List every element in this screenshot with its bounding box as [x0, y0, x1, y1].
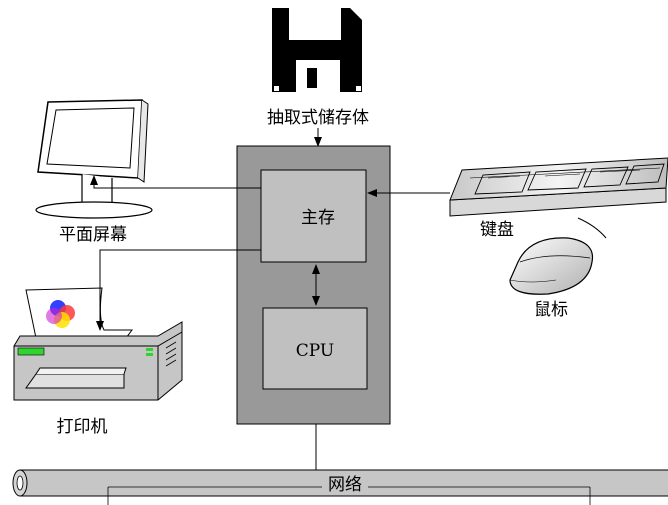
monitor-label: 平面屏幕 [59, 225, 127, 245]
mouse-label: 鼠标 [534, 300, 568, 320]
main-memory-box [260, 169, 367, 263]
cpu-box [262, 307, 368, 390]
mouse-icon [509, 217, 607, 295]
printer-label: 打印机 [57, 417, 108, 437]
memory-to-monitor-arrow [90, 175, 261, 189]
network-label: 网络 [328, 475, 362, 495]
main-memory-label: 主存 [301, 208, 335, 228]
cpu-label: CPU [296, 341, 334, 361]
printer-icon [13, 287, 183, 401]
memory-to-printer-arrow [96, 249, 261, 331]
floppy-disk-icon [272, 8, 362, 92]
monitor-icon [35, 99, 153, 219]
keyboard-label: 键盘 [480, 220, 514, 240]
storage-label: 抽取式储存体 [267, 108, 369, 128]
network-label-bg [322, 474, 368, 494]
keyboard-icon [449, 157, 668, 217]
